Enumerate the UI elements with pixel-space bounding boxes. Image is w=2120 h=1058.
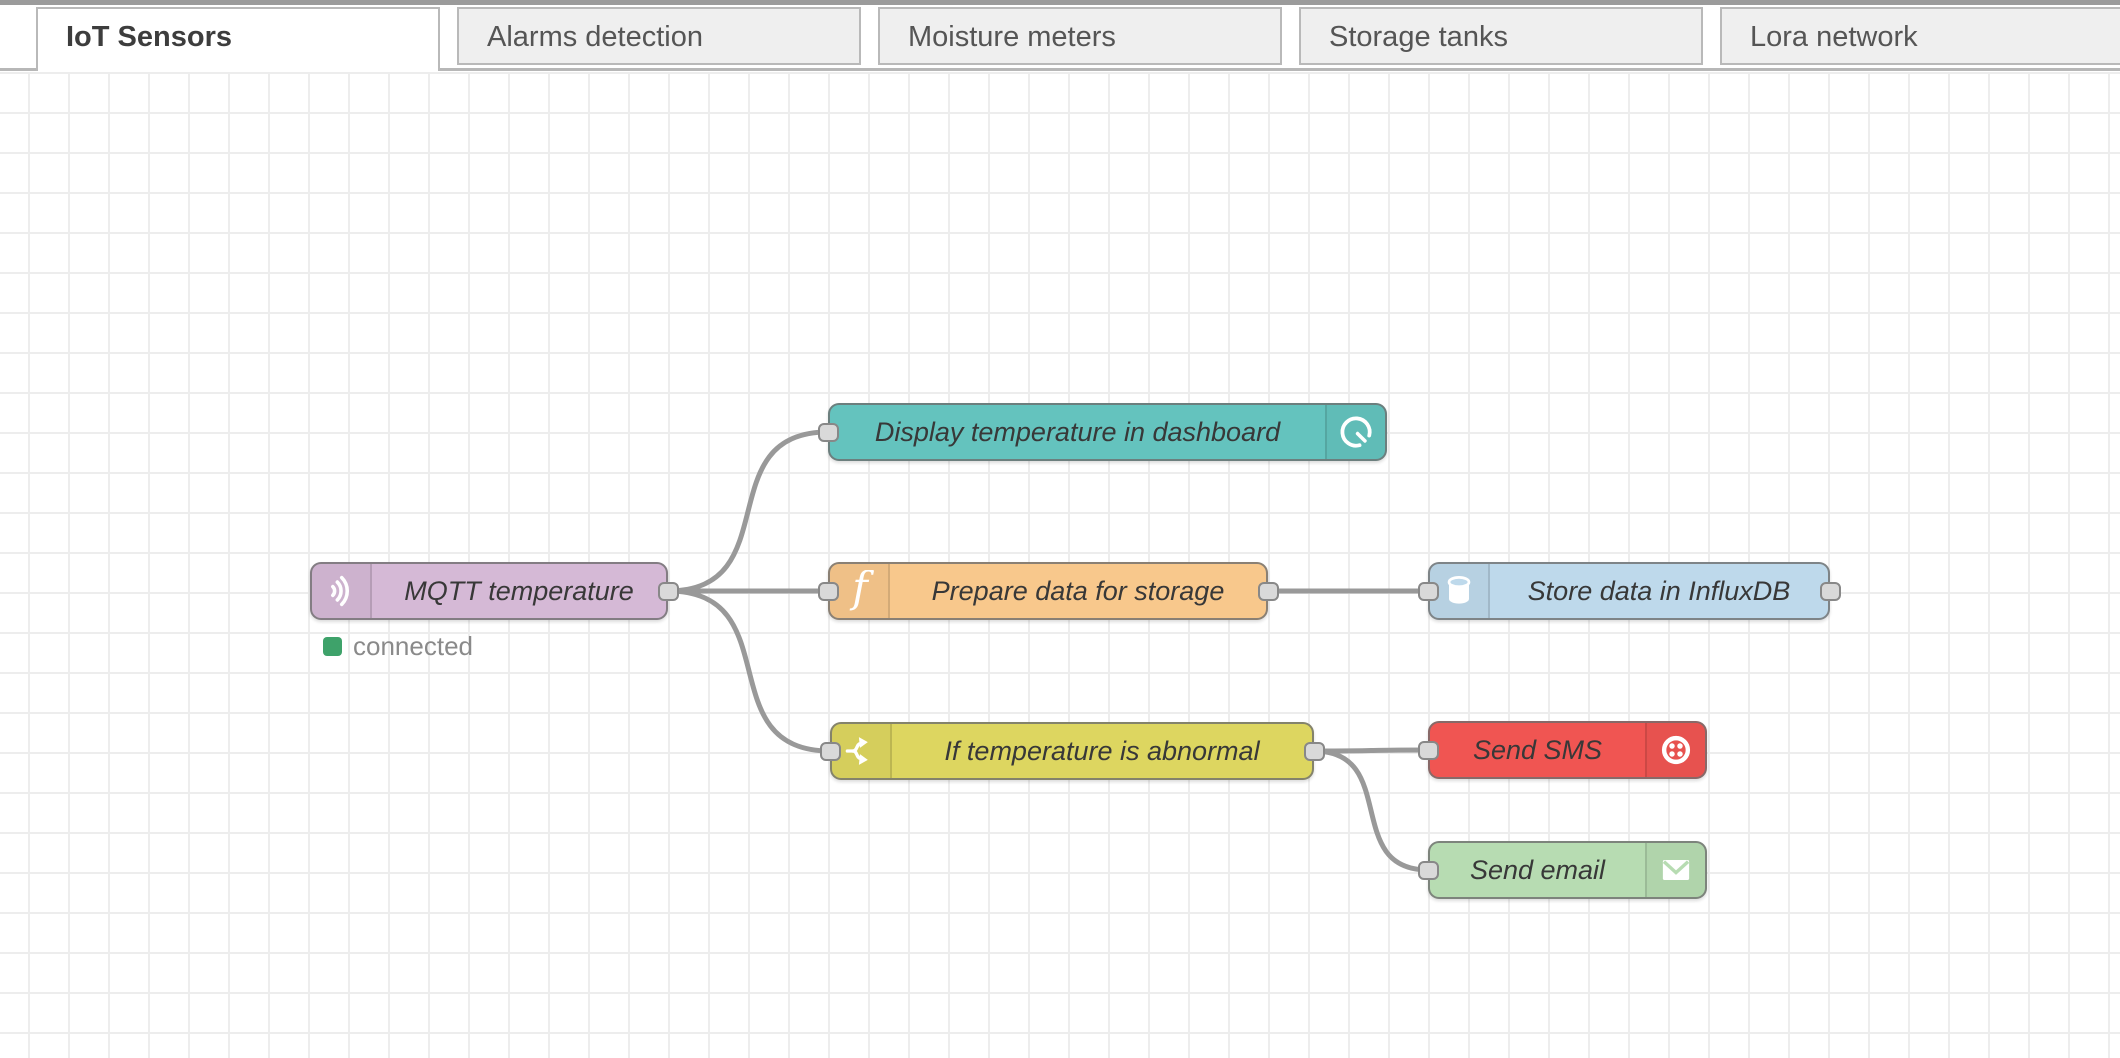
node-email[interactable]: Send email [1428, 841, 1707, 899]
node-sms[interactable]: Send SMS [1428, 721, 1707, 779]
output-port-prepare[interactable] [1258, 582, 1279, 601]
tab-moisture-meters[interactable]: Moisture meters [878, 7, 1282, 65]
status-dot [323, 637, 342, 656]
switch-icon [832, 724, 892, 778]
node-influx[interactable]: Store data in InfluxDB [1428, 562, 1830, 620]
tab-lora-network[interactable]: Lora network [1720, 7, 2120, 65]
envelope-icon [1645, 843, 1705, 897]
database-icon [1430, 564, 1490, 618]
output-port-mqtt[interactable] [658, 582, 679, 601]
node-prepare[interactable]: f Prepare data for storage [828, 562, 1268, 620]
node-label: Prepare data for storage [890, 564, 1266, 618]
gauge-icon [1325, 405, 1385, 459]
node-status-mqtt: connected [323, 631, 473, 662]
input-port-prepare[interactable] [818, 582, 839, 601]
node-mqtt[interactable]: MQTT temperature [310, 562, 668, 620]
node-label: MQTT temperature [372, 564, 666, 618]
node-switch[interactable]: If temperature is abnormal [830, 722, 1314, 780]
status-text: connected [353, 631, 473, 662]
output-port-influx[interactable] [1820, 582, 1841, 601]
tab-storage-tanks[interactable]: Storage tanks [1299, 7, 1703, 65]
twilio-icon [1645, 723, 1705, 777]
node-label: Send email [1430, 843, 1645, 897]
flow-tab-bar: IoT Sensors Alarms detection Moisture mete… [0, 5, 2120, 72]
tab-alarms-detection[interactable]: Alarms detection [457, 7, 861, 65]
input-port-influx[interactable] [1418, 582, 1439, 601]
input-port-switch[interactable] [820, 742, 841, 761]
input-port-display[interactable] [818, 423, 839, 442]
input-port-sms[interactable] [1418, 741, 1439, 760]
node-display[interactable]: Display temperature in dashboard [828, 403, 1387, 461]
node-label: If temperature is abnormal [892, 724, 1312, 778]
output-port-switch[interactable] [1304, 742, 1325, 761]
input-port-email[interactable] [1418, 861, 1439, 880]
function-icon: f [830, 564, 890, 618]
node-label: Display temperature in dashboard [830, 405, 1325, 459]
signal-icon [312, 564, 372, 618]
tab-iot-sensors[interactable]: IoT Sensors [36, 7, 440, 71]
node-label: Store data in InfluxDB [1490, 564, 1828, 618]
svg-text:f: f [849, 570, 874, 612]
node-label: Send SMS [1430, 723, 1645, 777]
